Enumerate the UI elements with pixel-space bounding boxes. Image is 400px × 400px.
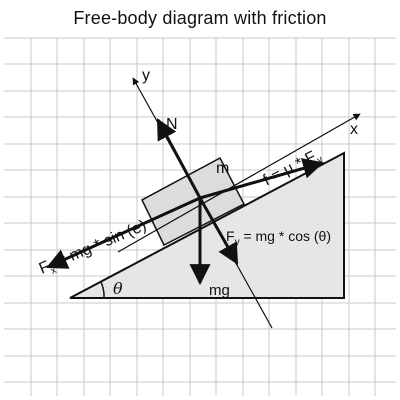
- fy-label: Fy = mg * cos (θ): [226, 229, 331, 248]
- normal-arrow: [156, 118, 202, 199]
- fx-arrow: [46, 196, 201, 269]
- friction-arrow: [199, 158, 325, 200]
- angle-label: θ: [113, 279, 123, 298]
- fy-text: = mg * cos (θ): [239, 228, 331, 244]
- weight-label: mg: [209, 282, 230, 299]
- fy-subscript: y: [234, 236, 240, 248]
- diagram-title: Free-body diagram with friction: [73, 8, 327, 28]
- y-axis-label: y: [142, 67, 150, 84]
- incline: [69, 151, 345, 299]
- x-axis-label: x: [350, 121, 358, 138]
- x-axis: [117, 113, 361, 253]
- angle-arc: [100, 281, 105, 299]
- fy-symbol: F: [226, 228, 235, 244]
- fy-arrow: [198, 197, 239, 265]
- mass-label: m: [216, 160, 230, 177]
- normal-force-label: N: [166, 116, 178, 133]
